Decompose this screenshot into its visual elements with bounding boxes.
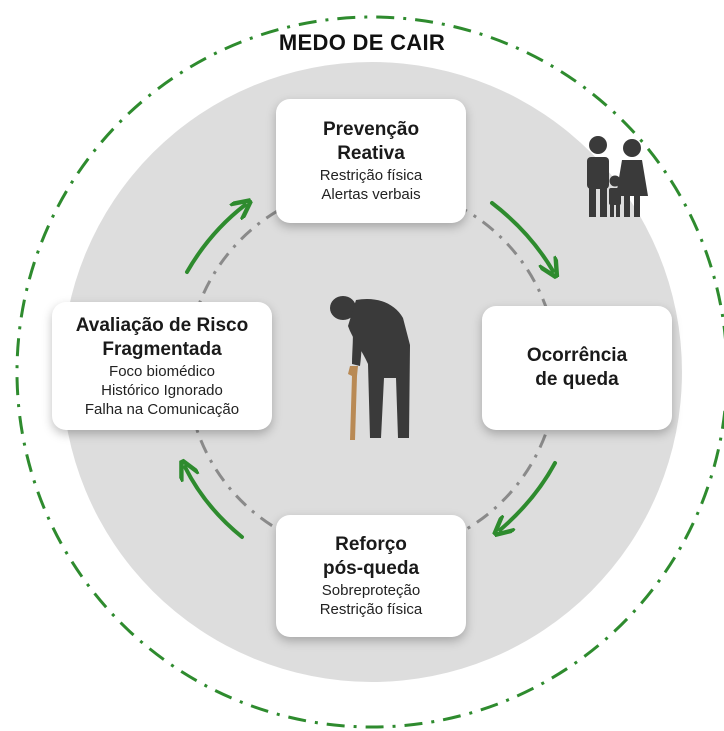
node-left-item-1: Foco biomédico bbox=[109, 362, 215, 380]
node-right-title-line-1: Ocorrência bbox=[526, 345, 628, 366]
arrow-bottom-to-left bbox=[185, 467, 244, 539]
arrow-right-to-bottom bbox=[500, 461, 557, 530]
node-left-title-line-1: Avaliação de Risco bbox=[75, 314, 249, 336]
node-left-item-3: Falha na Comunicação bbox=[84, 400, 240, 418]
node-preventive-reaction: Prevenção Reativa Restrição física Alert… bbox=[276, 99, 466, 223]
arrow-left-to-top bbox=[185, 205, 245, 274]
node-top-item-2: Alertas verbais bbox=[321, 186, 421, 203]
node-post-fall-reinforcement: Reforço pós-queda Sobreproteção Restriçã… bbox=[276, 515, 466, 637]
node-top-title-line-2: Reativa bbox=[337, 143, 405, 164]
diagram-title: MEDO DE CAIR bbox=[278, 30, 446, 55]
arrow-top-to-right bbox=[490, 201, 553, 271]
node-top-title-line-1: Prevenção bbox=[322, 119, 420, 140]
node-bottom-item-2: Restrição física bbox=[319, 601, 423, 618]
node-left-title-line-2: Fragmentada bbox=[102, 338, 222, 360]
elderly-cane-icon bbox=[330, 296, 410, 440]
node-fragmented-risk-assessment: Avaliação de Risco Fragmentada Foco biom… bbox=[52, 302, 272, 430]
node-bottom-title-line-1: Reforço bbox=[335, 534, 407, 555]
node-top-item-1: Restrição física bbox=[319, 167, 423, 184]
node-left-item-2: Histórico Ignorado bbox=[101, 381, 223, 399]
node-right-title-line-2: de queda bbox=[535, 369, 619, 390]
node-bottom-title-line-2: pós-queda bbox=[322, 558, 420, 579]
node-fall-occurrence: Ocorrência de queda bbox=[482, 306, 672, 430]
outer-dashed-circle bbox=[15, 15, 724, 729]
family-icon bbox=[587, 136, 648, 217]
node-bottom-item-1: Sobreproteção bbox=[321, 582, 421, 599]
